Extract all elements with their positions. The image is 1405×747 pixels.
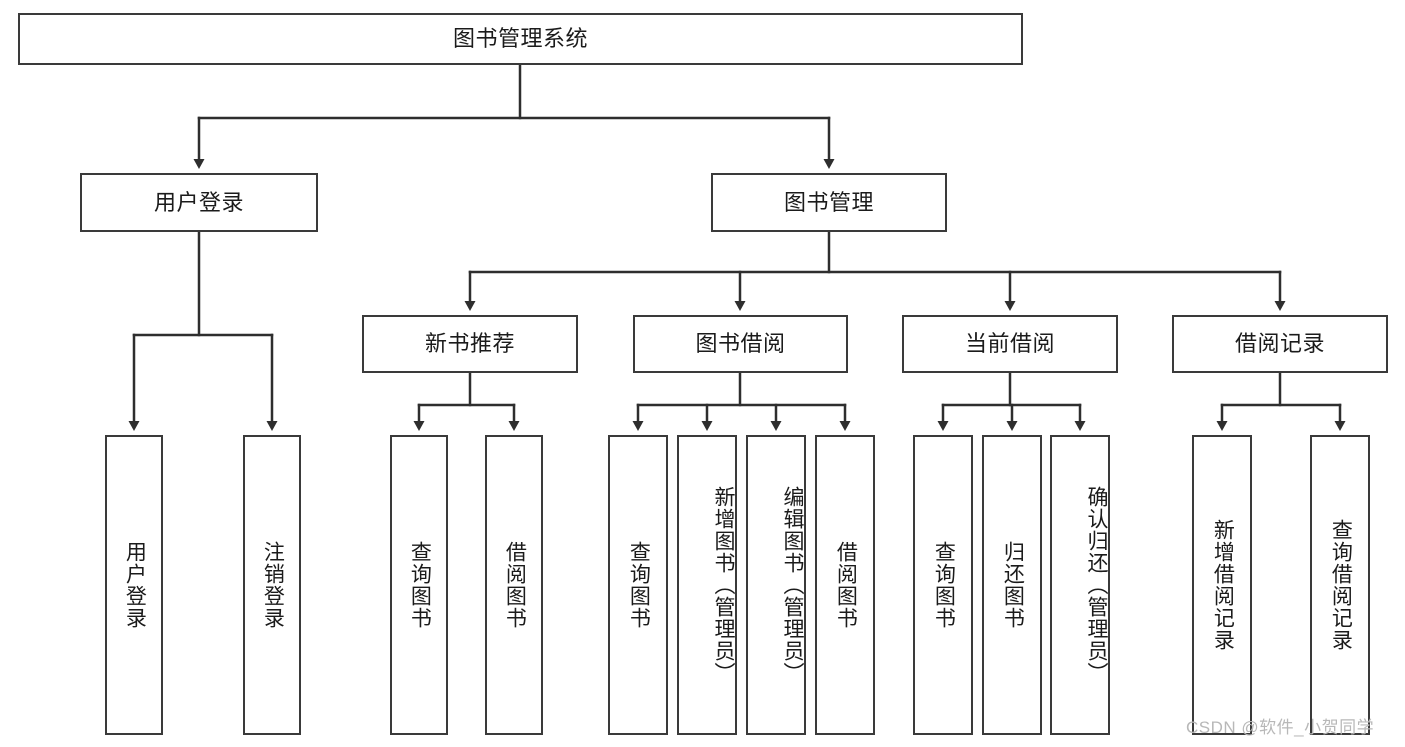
node-label: 借阅图书 <box>834 541 858 629</box>
node-label: 图书借阅 <box>695 331 786 357</box>
node-label: 新增图书（管理员） <box>712 486 735 684</box>
node-leaf-query-book-new[interactable]: 查询图书 <box>390 435 448 735</box>
node-leaf-query-book-current[interactable]: 查询图书 <box>913 435 973 735</box>
node-label: 注销登录 <box>261 541 285 629</box>
node-label: 借阅记录 <box>1234 331 1325 357</box>
node-label: 查询图书 <box>408 541 432 629</box>
node-leaf-query-book-borrow[interactable]: 查询图书 <box>608 435 668 735</box>
node-book-borrow[interactable]: 图书借阅 <box>633 315 848 373</box>
node-label: 借阅图书 <box>503 541 527 629</box>
node-label: 图书管理系统 <box>452 26 588 52</box>
node-label: 用户登录 <box>123 541 147 629</box>
node-root-book-management-system[interactable]: 图书管理系统 <box>18 13 1023 65</box>
node-new-book-recommend[interactable]: 新书推荐 <box>362 315 578 373</box>
node-label: 当前借阅 <box>964 331 1055 357</box>
node-label: 查询图书 <box>627 541 651 629</box>
node-leaf-logout[interactable]: 注销登录 <box>243 435 301 735</box>
node-borrow-record[interactable]: 借阅记录 <box>1172 315 1388 373</box>
node-label: 归还图书 <box>1001 541 1025 629</box>
node-label: 编辑图书（管理员） <box>781 486 804 684</box>
node-leaf-borrow-book-new[interactable]: 借阅图书 <box>485 435 543 735</box>
node-label: 新书推荐 <box>424 331 515 357</box>
node-current-borrow[interactable]: 当前借阅 <box>902 315 1118 373</box>
node-label: 图书管理 <box>783 189 874 215</box>
node-leaf-return-book[interactable]: 归还图书 <box>982 435 1042 735</box>
node-leaf-borrow-book[interactable]: 借阅图书 <box>815 435 875 735</box>
node-leaf-edit-book-admin[interactable]: 编辑图书（管理员） <box>746 435 806 735</box>
node-leaf-add-book-admin[interactable]: 新增图书（管理员） <box>677 435 737 735</box>
node-label: 查询图书 <box>932 541 956 629</box>
node-leaf-user-login[interactable]: 用户登录 <box>105 435 163 735</box>
node-label: 新增借阅记录 <box>1211 519 1235 651</box>
node-user-login[interactable]: 用户登录 <box>80 173 318 232</box>
node-label: 查询借阅记录 <box>1329 519 1353 651</box>
node-label: 用户登录 <box>153 189 244 215</box>
node-label: 确认归还（管理员） <box>1085 486 1108 684</box>
node-leaf-query-borrow-record[interactable]: 查询借阅记录 <box>1310 435 1370 735</box>
node-leaf-confirm-return-admin[interactable]: 确认归还（管理员） <box>1050 435 1110 735</box>
node-leaf-add-borrow-record[interactable]: 新增借阅记录 <box>1192 435 1252 735</box>
node-book-management[interactable]: 图书管理 <box>711 173 947 232</box>
